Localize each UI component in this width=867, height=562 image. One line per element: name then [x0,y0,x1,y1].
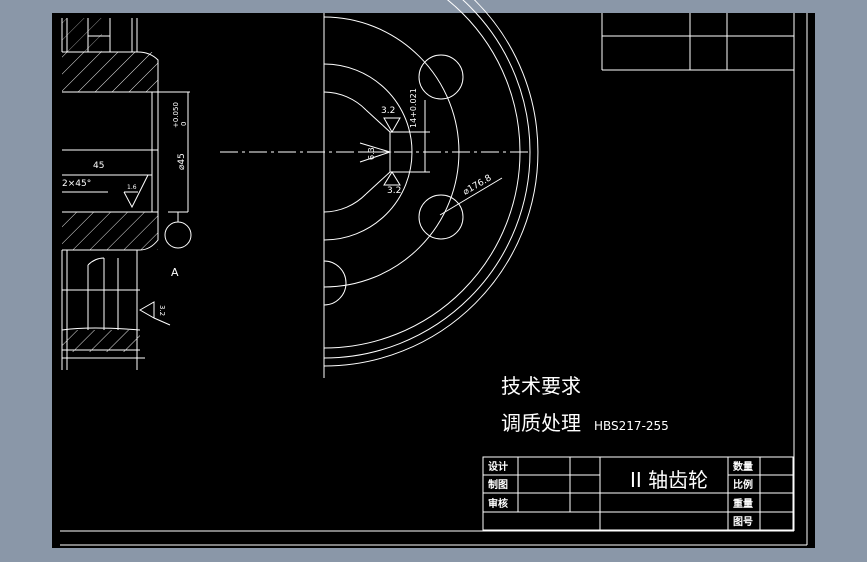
notes-line1: 调质处理 [501,411,581,435]
label-drawing: 制图 [488,478,508,491]
bore-dimension: ⌀45 [177,153,187,170]
front-view: 6.3 14+0.021 3.2 3.2 ⌀176.8 [220,0,539,378]
drawing-frame [60,13,808,546]
label-design: 设计 [488,460,508,473]
bore-tol-lower: 0 [180,122,188,126]
label-quantity: 数量 [733,460,753,473]
revision-table [601,13,794,71]
part-name: II 轴齿轮 [630,468,708,492]
bore-tol-upper: +0.050 [172,102,180,128]
roughness-top: 3.2 [381,106,395,116]
title-block: 设计 制图 审核 II 轴齿轮 数量 比例 重量 图号 [482,456,794,531]
drawing-paper [52,13,815,548]
keyway-depth: 6.3 [367,147,376,160]
label-scale: 比例 [733,478,753,491]
roughness-bottom: 3.2 [387,186,401,196]
keyway-width: 14+0.021 [409,88,418,128]
label-review: 审核 [488,497,508,510]
length-dimension: 45 [93,161,104,171]
label-weight: 重量 [733,497,753,510]
roughness-face: 3.2 [158,305,166,316]
notes-hardness: HBS217-255 [594,419,669,433]
roughness-bore: 1.6 [127,184,137,191]
section-view: ⌀45 +0.050 0 45 2×45° 1.6 A 3.2 [61,18,192,370]
notes-heading: 技术要求 [501,374,581,398]
datum-label: A [171,266,179,279]
label-drawing-no: 图号 [733,516,753,528]
technical-requirements: 技术要求 调质处理 HBS217-255 [501,374,669,435]
chamfer-note: 2×45° [62,179,91,189]
